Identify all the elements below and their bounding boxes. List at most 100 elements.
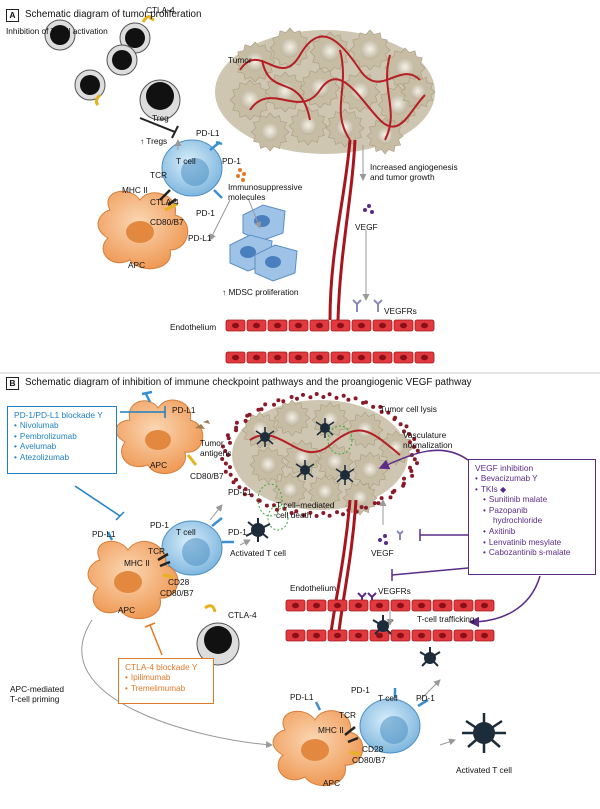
lysis-fragment	[353, 396, 358, 401]
tumor-lysis-mass	[220, 392, 420, 641]
lysis-fragment	[410, 473, 415, 478]
lysis-fragment	[256, 498, 261, 503]
label-tcr-b-bottom: TCR	[339, 710, 357, 720]
lysis-fragment	[220, 457, 225, 461]
drug-name: Bevacizumab	[480, 474, 531, 483]
lysis-fragment	[256, 407, 261, 412]
label-tumor-lysis: Tumor cell lysis	[380, 404, 437, 414]
endothelial-cell	[330, 351, 351, 364]
tumor-cell	[307, 474, 343, 510]
lysis-fragment	[361, 400, 365, 405]
lysis-fragment	[314, 392, 319, 396]
label-tcm-2: cell death	[276, 510, 312, 520]
label-pd1-b-right: PD-1	[228, 527, 247, 537]
drug-name: hydrochloride	[493, 516, 543, 526]
killer-t-cell	[255, 427, 275, 447]
ctla4-box-title-text: CTLA-4 blockade	[125, 662, 190, 672]
label-endothelium-a: Endothelium	[170, 322, 217, 332]
endothelial-cell	[327, 599, 348, 612]
label-treg-a: Treg	[152, 113, 169, 123]
pd1-drug-item: •Atezolizumab	[14, 452, 70, 462]
lysis-fragment	[398, 422, 403, 427]
ctla4-drug-item: •Tremelimumab	[125, 683, 186, 693]
tumor-cell	[349, 29, 391, 71]
endothelial-cell	[288, 319, 309, 332]
endothelial-cell	[288, 351, 309, 364]
vegf-drug-item: •TKIs ◆	[475, 484, 507, 494]
ctla4-drug-item: •Ipilimumab	[125, 673, 171, 682]
lysis-fragment	[221, 444, 225, 449]
lysis-fragment	[234, 420, 239, 425]
treg-cluster	[44, 15, 181, 121]
label-pd1-b-bottom-b: PD-1	[416, 693, 435, 703]
lysis-fragment	[226, 436, 231, 441]
activated-t-cell-bottom	[462, 713, 506, 753]
tumor-cell	[342, 480, 378, 516]
lysis-fragment	[334, 395, 339, 400]
label-angio-1: Increased angiogenesis	[370, 162, 458, 172]
tumor-cell	[384, 47, 426, 89]
endothelial-cell	[393, 351, 414, 364]
endothelial-cell	[267, 319, 288, 332]
endothelial-cell	[453, 629, 474, 642]
label-inhibition: Inhibition of T-cell activation	[6, 26, 108, 36]
lysis-fragment	[234, 477, 238, 482]
lysis-fragment	[281, 399, 286, 404]
label-pd1-a: PD-1	[222, 156, 241, 166]
label-vegf-b: VEGF	[371, 548, 394, 558]
lysis-fragment	[408, 440, 412, 445]
lysis-fragment	[408, 465, 412, 470]
vegf-inhibition-lines	[378, 449, 541, 628]
killer-t-cell	[295, 460, 315, 480]
killer-t-cell	[335, 465, 355, 485]
endothelial-cell	[351, 351, 372, 364]
panel-a	[44, 15, 436, 364]
lysis-fragment	[301, 392, 305, 397]
drug-name: Pembrolizumab	[19, 431, 77, 441]
endothelial-cell	[348, 629, 369, 642]
lysis-fragment	[386, 410, 391, 415]
inhibition-line	[139, 117, 176, 133]
pd1-box-title: PD-1/PD-L1 blockade Y	[14, 410, 110, 421]
lysis-fragment	[359, 505, 364, 510]
endothelial-cell	[351, 319, 372, 332]
lysis-fragment	[364, 505, 368, 510]
endothelial-cell	[306, 629, 327, 642]
endothelial-cell	[414, 351, 435, 364]
endothelium-b	[285, 599, 495, 642]
lysis-fragment	[226, 453, 230, 457]
ctla4-blockade-line	[144, 622, 163, 656]
drug-name: Axitinib	[488, 526, 516, 536]
endothelial-cell	[306, 599, 327, 612]
treg-b	[196, 604, 240, 666]
lysis-fragment	[228, 472, 233, 477]
label-cd80-a: CD80/B7	[150, 217, 184, 227]
label-immuno-1: Immunosuppressive	[228, 182, 303, 192]
lysis-fragment	[402, 476, 406, 481]
lysis-fragment	[341, 512, 345, 517]
label-tcell-b-bottom: T cell	[378, 693, 398, 703]
lysis-fragment	[346, 397, 351, 402]
lysis-fragment	[378, 404, 383, 409]
lysis-fragment	[388, 495, 393, 500]
immunosuppressive-molecules	[236, 168, 246, 182]
endothelial-cell	[411, 599, 432, 612]
label-immuno-2: molecules	[228, 192, 266, 202]
tki-item: •Lenvatinib mesylate	[483, 537, 562, 547]
lysis-fragment	[276, 398, 281, 403]
drug-name: Cabozantinib s-malate	[488, 548, 571, 558]
apc-b-top	[115, 390, 204, 474]
label-apc-priming-2: T-cell priming	[10, 694, 60, 704]
label-endothelium-b: Endothelium	[290, 583, 337, 593]
vegfr-receptors-a	[352, 299, 383, 312]
label-pdl1-b-bottom: PD-L1	[290, 692, 314, 702]
endothelial-cell	[390, 599, 411, 612]
tumor-cell	[283, 439, 321, 477]
label-cd80-b-mid: CD80/B7	[160, 588, 194, 598]
label-cd80-b-bottom: CD80/B7	[352, 755, 386, 765]
lysis-fragment	[225, 433, 230, 438]
endothelial-cell	[390, 629, 411, 642]
label-tcell-a: T cell	[176, 156, 196, 166]
